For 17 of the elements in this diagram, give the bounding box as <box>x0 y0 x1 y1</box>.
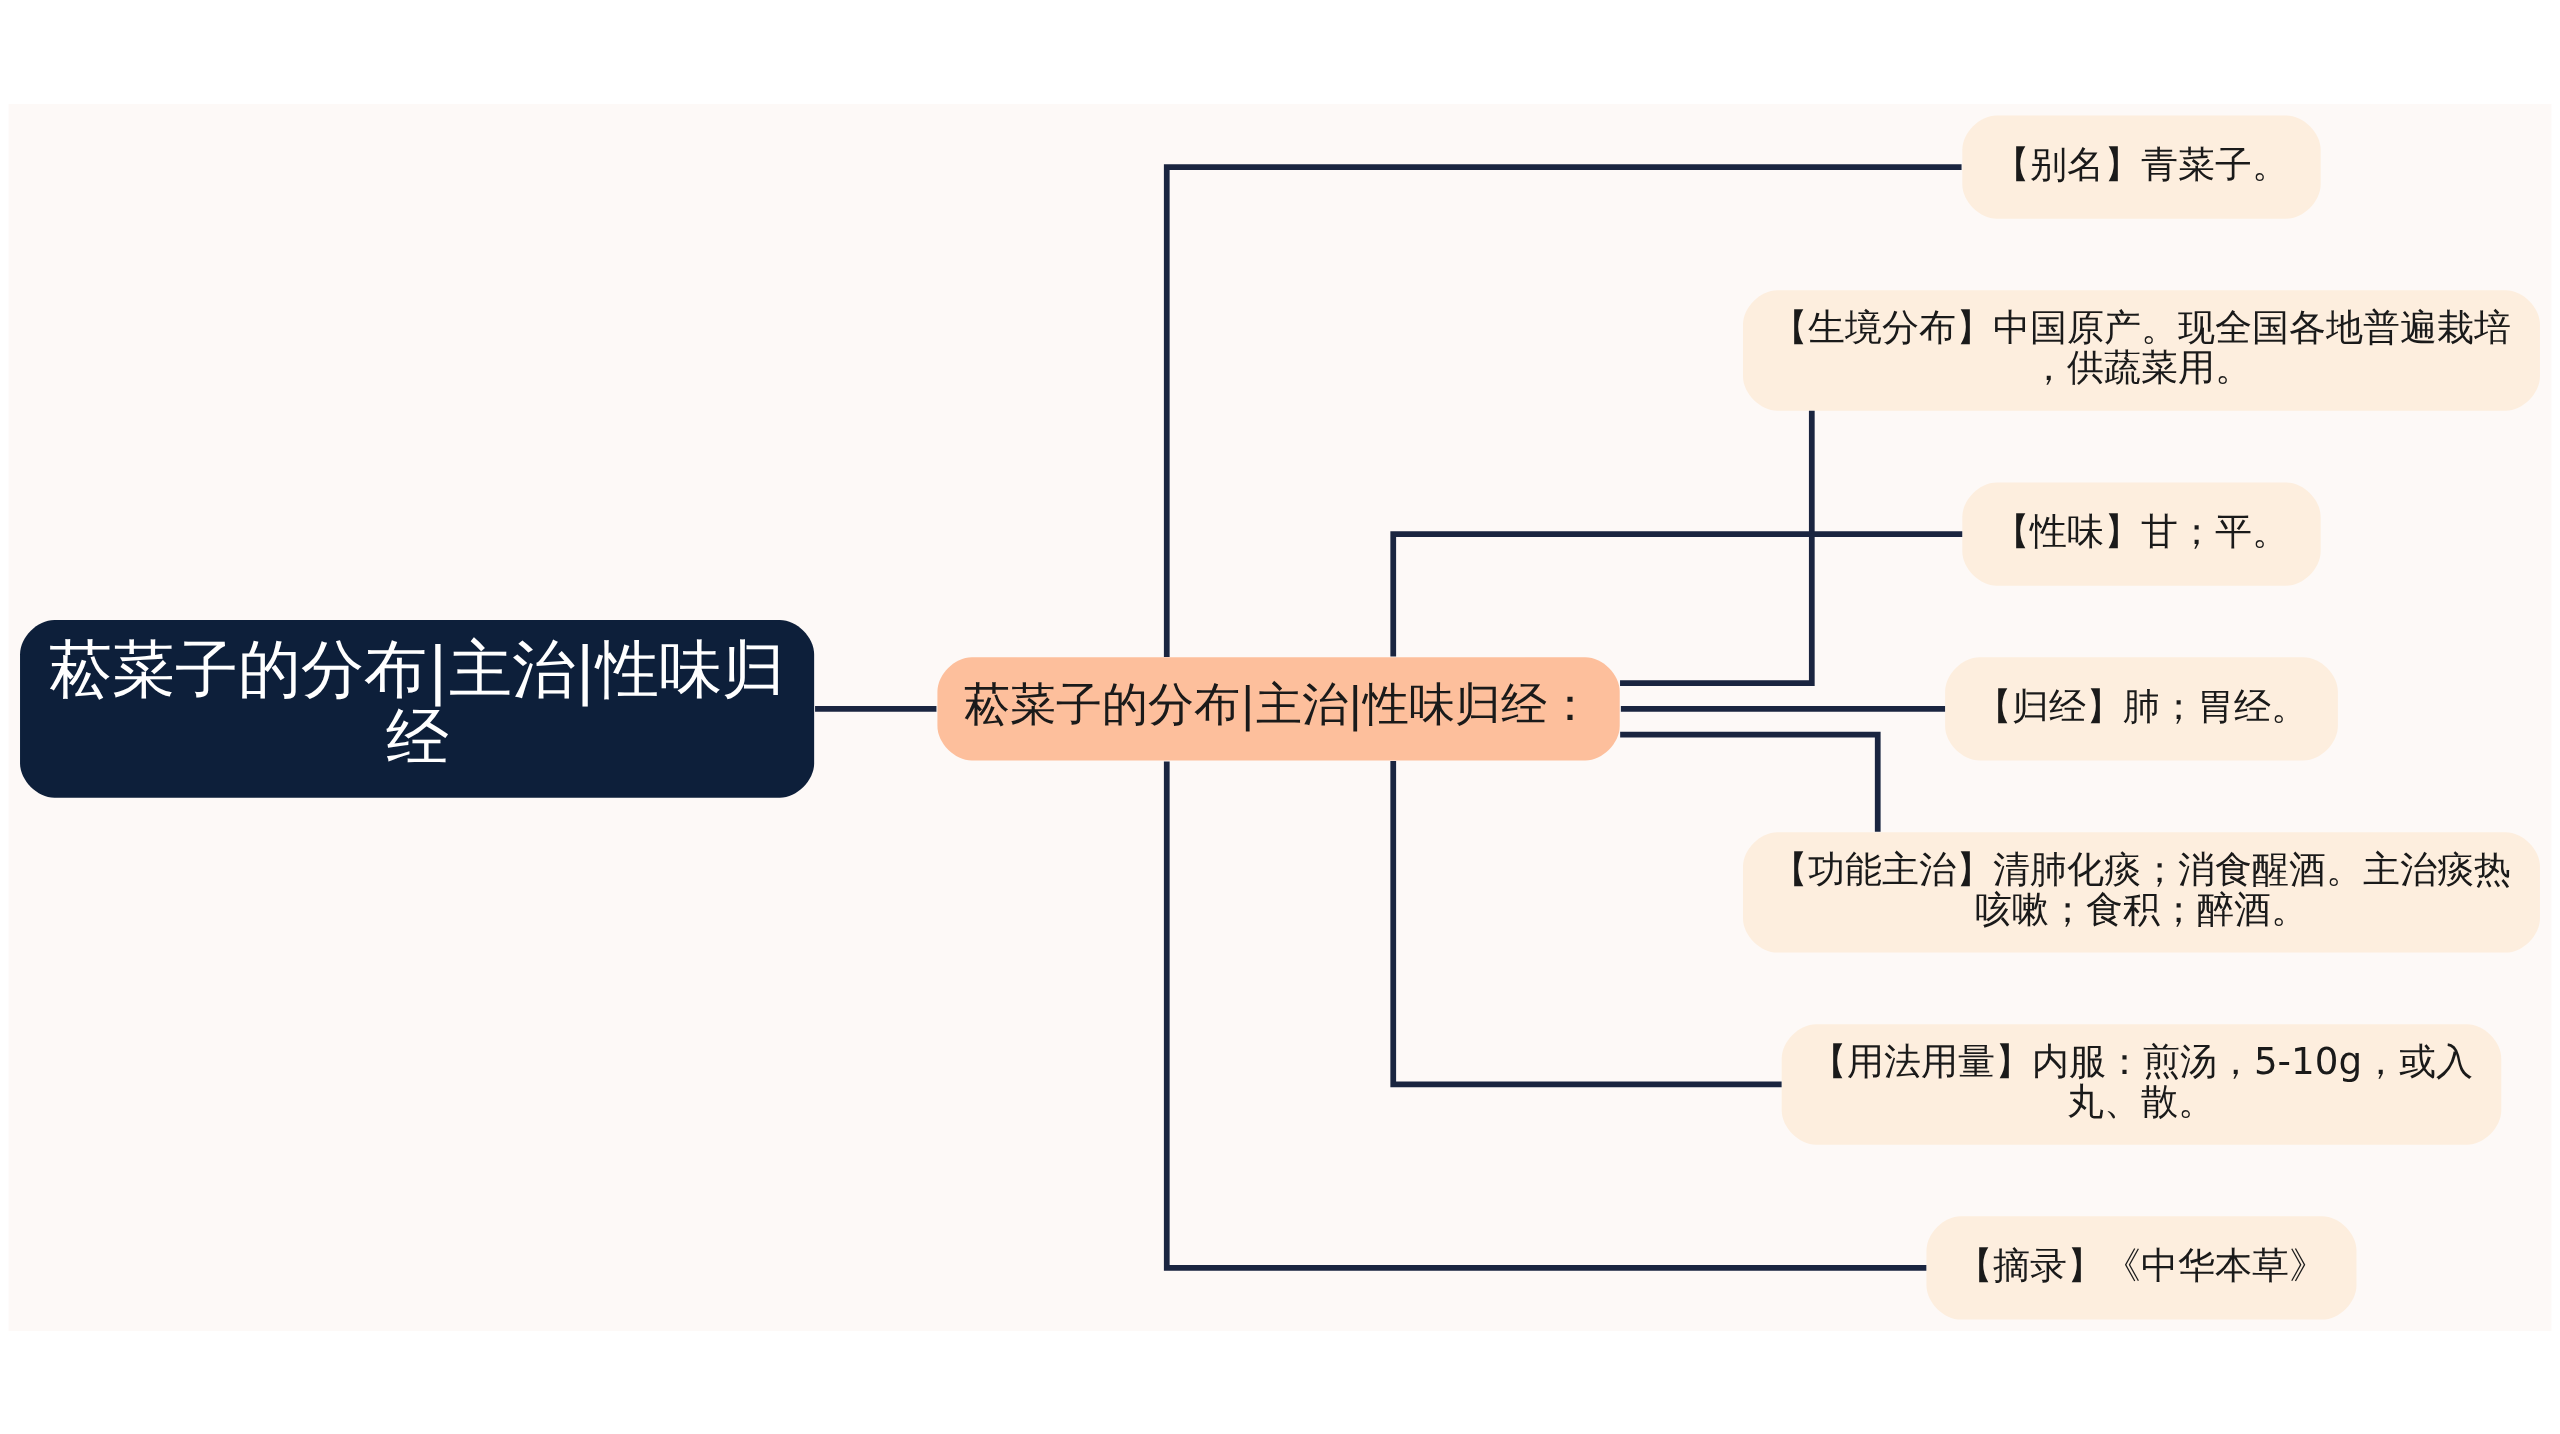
node-box: 【别名】青菜子。 <box>1962 114 2321 219</box>
node-box: 【摘录】《中华本草》 <box>1926 1215 2357 1320</box>
connector <box>1620 410 1815 686</box>
node-box: 菘菜子的分布|主治|性味归经： <box>937 656 1620 760</box>
connector <box>1390 760 1782 1087</box>
connector <box>1163 163 1962 657</box>
node-box: 【性味】甘；平。 <box>1962 481 2321 586</box>
connector <box>1390 530 1963 656</box>
connector <box>1620 705 1946 712</box>
node-box: 【归经】肺；胃经。 <box>1945 656 2338 760</box>
node-box: 菘菜子的分布|主治|性味归经 <box>20 619 815 798</box>
connector <box>815 705 937 712</box>
node-box: 【生境分布】中国原产。现全国各地普遍栽培，供蔬菜用。 <box>1743 289 2540 411</box>
node-box: 【功能主治】清肺化痰；消食醒酒。主治痰热咳嗽；食积；醉酒。 <box>1743 831 2540 953</box>
node-box: 【用法用量】内服：煎汤，5-10g，或入丸、散。 <box>1781 1023 2502 1145</box>
connector <box>1620 731 1881 832</box>
connector <box>1163 761 1927 1271</box>
